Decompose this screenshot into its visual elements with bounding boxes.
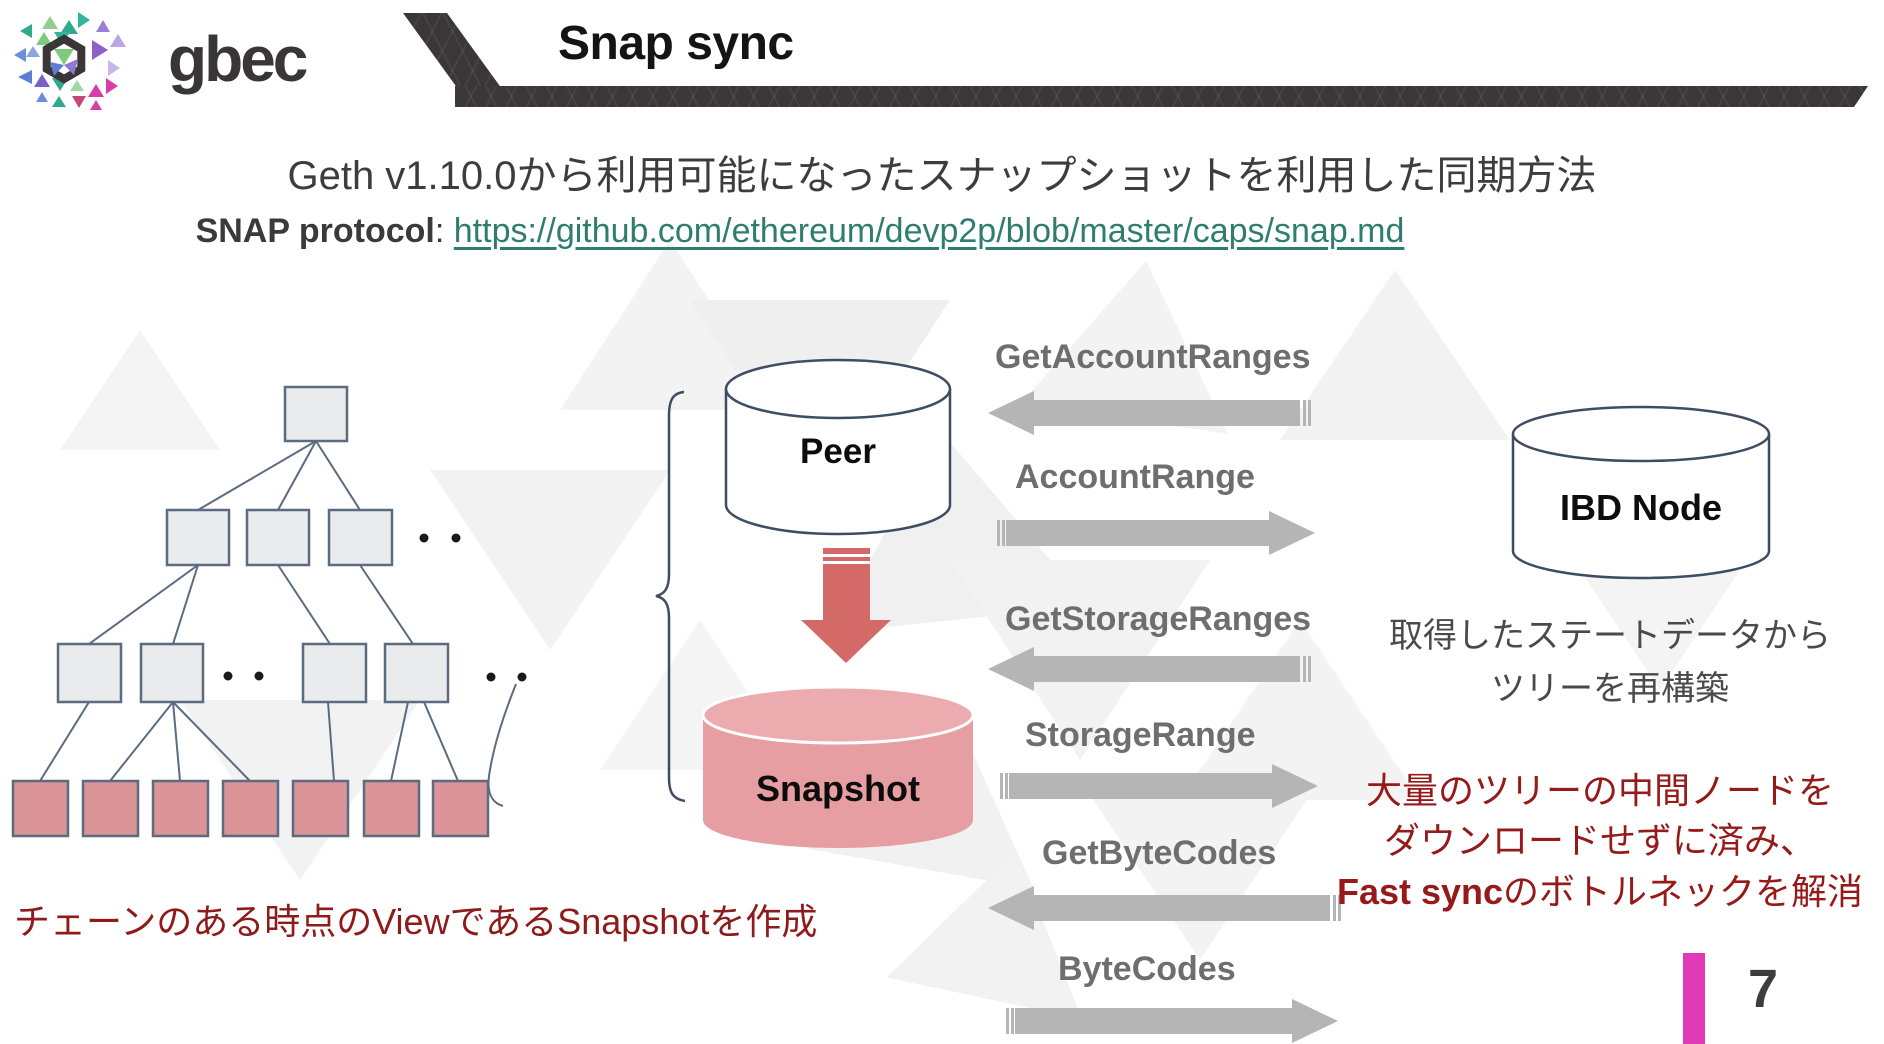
grouping-brace [655,390,686,803]
trie-node [56,642,123,704]
trie-leaf-node [221,779,280,838]
trie-leaf-node [362,779,421,838]
page-number: 7 [1748,959,1779,1019]
rebuild-note-line2: ツリーを再構築 [1491,669,1729,708]
message-arrow-right [1006,999,1338,1043]
snapshot-label: Snapshot [755,768,920,809]
trie-node [139,642,205,704]
page-marker-bar [1683,953,1705,1044]
trie-node [245,508,311,567]
protocol-label: SNAP protocol [195,212,435,250]
benefit-note-line3-rest: のボトルネックを解消 [1503,870,1864,912]
message-label-accountrange: AccountRange [1015,458,1255,496]
trie-node [383,642,450,704]
rebuild-note: 取得したステートデータから ツリーを再構築 [1350,610,1870,715]
message-arrow-right [997,511,1315,555]
peer-label: Peer [800,432,876,471]
gbec-logo-icon [14,12,126,110]
benefit-note-line3: Fast syncのボトルネックを解消 [1316,867,1884,917]
trie-node [301,642,368,704]
snapshot-caption: チェーンのある時点のViewであるSnapshotを作成 [14,901,818,942]
message-label-bytecodes: ByteCodes [1058,950,1236,988]
message-arrow-right [1000,764,1318,808]
protocol-line: SNAP protocol: https://github.com/ethere… [0,212,1600,251]
message-arrow-left [988,886,1341,930]
brand-wordmark: gbec [168,23,308,95]
fast-sync-emphasis: Fast sync [1336,870,1504,912]
trie-leaf-node [431,779,490,838]
trie-leaf-node [81,779,140,838]
rebuild-note-line1: 取得したステートデータから [1389,617,1831,655]
ibd-node-label: IBD Node [1560,487,1722,528]
trie-root-node [283,385,349,443]
trie-leaf-node [291,779,350,838]
message-label-getbytecodes: GetByteCodes [1042,834,1277,872]
page-title: Snap sync [558,17,794,70]
message-arrow-left [988,647,1311,691]
state-trie-tree [11,385,527,838]
message-label-storagerange: StorageRange [1025,716,1256,754]
trie-leaf-node [11,779,70,838]
protocol-link[interactable]: https://github.com/ethereum/devp2p/blob/… [453,212,1405,250]
trie-node [327,508,394,567]
trie-node [165,508,231,567]
protocol-separator: : [434,212,454,250]
trie-leaf-node [151,779,210,838]
message-label-getstorageranges: GetStorageRanges [1005,600,1312,638]
benefit-note-line1: 大量のツリーの中間ノードを [1365,770,1834,811]
benefit-note-line2: ダウンロードせずに済み、 [1383,820,1816,862]
benefit-note: 大量のツリーの中間ノードを ダウンロードせずに済み、 Fast syncのボトル… [1316,766,1884,917]
message-arrow-left [988,391,1311,435]
message-label-getaccountranges: GetAccountRanges [995,338,1311,376]
intro-line: Geth v1.10.0から利用可能になったスナップショットを利用した同期方法 [287,154,1597,198]
download-arrow [801,548,891,663]
header-bar [455,86,1868,107]
